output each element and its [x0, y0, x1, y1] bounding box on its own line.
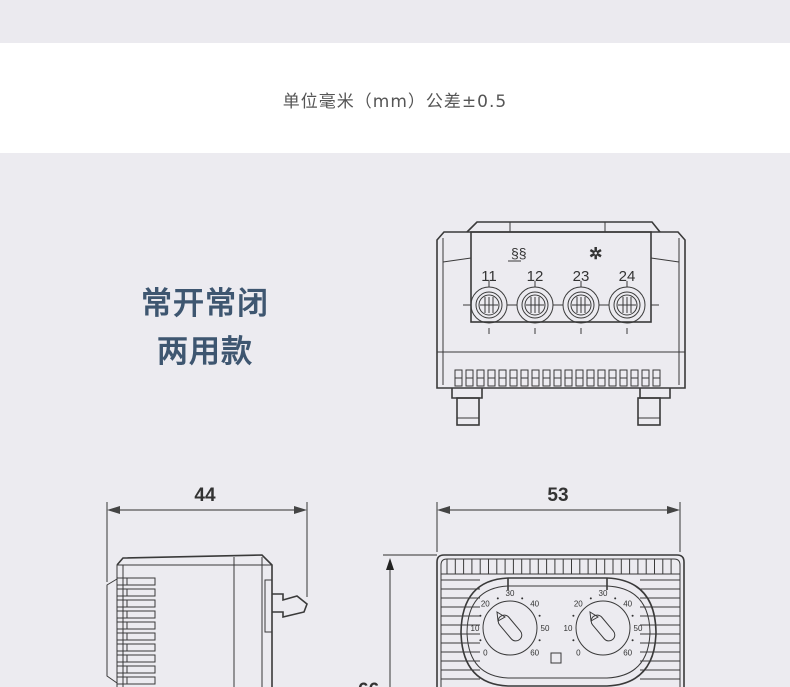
units-note: 单位毫米（mm）公差±0.5 — [282, 92, 508, 112]
dial-panel-inner — [466, 585, 651, 679]
dial-tick — [614, 597, 617, 600]
temperature-dials: 0 10 20 30 40 50 60 0 10 20 30 40 50 60 — [471, 589, 643, 658]
front-grille — [441, 559, 680, 680]
dial-scale-label: 40 — [623, 599, 632, 608]
terminal-label: 12 — [527, 268, 544, 285]
dial-tick — [521, 597, 524, 600]
heading-line-1: 常开常闭 — [141, 286, 269, 322]
dial-scale-label: 10 — [564, 624, 573, 633]
side-fin — [116, 676, 156, 685]
dial-tick — [631, 614, 634, 617]
dimension-53-label: 53 — [547, 485, 568, 506]
dimension-44-label: 44 — [194, 485, 216, 506]
dial-scale-label: 30 — [506, 589, 515, 598]
dial-tick — [631, 639, 634, 642]
temperature-dial — [575, 600, 631, 656]
dial-scale-label: 20 — [574, 599, 583, 608]
dial-scale-label: 0 — [576, 649, 581, 658]
dial-tick — [572, 639, 575, 642]
dial-tick — [479, 639, 482, 642]
terminal-screws: 11 12 23 24 — [470, 268, 646, 334]
side-fin — [116, 610, 156, 619]
mount-foot-right — [637, 397, 661, 426]
side-vent-fins — [116, 577, 156, 685]
dial-tick — [589, 597, 592, 600]
side-body-outline — [116, 554, 273, 687]
side-fin — [116, 643, 156, 652]
terminal-panel — [470, 231, 652, 323]
front-body-outline — [436, 554, 685, 687]
dial-scale-label: 0 — [483, 649, 488, 658]
dial-tick — [479, 614, 482, 617]
side-view: 44 — [106, 485, 308, 687]
dial-panel-outer — [460, 577, 657, 687]
side-fin — [116, 621, 156, 630]
indicator-window — [550, 652, 562, 664]
dial-scale-label: 30 — [599, 589, 608, 598]
dial-scale-label: 40 — [530, 599, 539, 608]
dial-scale-label: 60 — [623, 649, 632, 658]
dial-scale-label: 50 — [634, 624, 643, 633]
front-view: 53 66 0 10 20 30 40 50 60 0 10 20 30 40 50 60 — [358, 485, 685, 687]
dial-tick — [538, 639, 541, 642]
dial-scale-label: 60 — [530, 649, 539, 658]
temperature-dial — [482, 600, 538, 656]
din-rail-hook — [272, 593, 308, 619]
dial-tick — [496, 597, 499, 600]
terminal-view: §§ ✲ 11 12 23 24 — [436, 221, 686, 426]
terminal-label: 24 — [619, 268, 636, 285]
dial-scale-label: 50 — [541, 624, 550, 633]
side-fin — [116, 654, 156, 663]
heading-line-2: 两用款 — [157, 334, 253, 370]
side-fin — [116, 577, 156, 586]
dial-knob — [497, 614, 523, 642]
dial-tick — [538, 614, 541, 617]
dial-knob — [590, 614, 616, 642]
mount-foot-left — [456, 397, 480, 426]
fan-icon: ✲ — [589, 246, 602, 263]
side-fin — [116, 632, 156, 641]
body-outline — [436, 231, 686, 389]
dial-scale-label: 10 — [471, 624, 480, 633]
side-fin — [116, 599, 156, 608]
units-banner — [0, 43, 790, 153]
dimension-66-label: 66 — [358, 680, 379, 687]
terminal-label: 23 — [573, 268, 590, 285]
heat-icon: §§ — [511, 245, 527, 261]
dial-pointer — [589, 611, 599, 622]
dial-tick — [572, 614, 575, 617]
vent-slots — [454, 369, 661, 387]
dial-scale-label: 20 — [481, 599, 490, 608]
side-fin — [116, 588, 156, 597]
dial-pointer — [496, 611, 506, 622]
side-fin — [116, 665, 156, 674]
terminal-label: 11 — [481, 268, 497, 285]
top-band — [0, 0, 790, 43]
body-top-edge — [466, 221, 661, 233]
